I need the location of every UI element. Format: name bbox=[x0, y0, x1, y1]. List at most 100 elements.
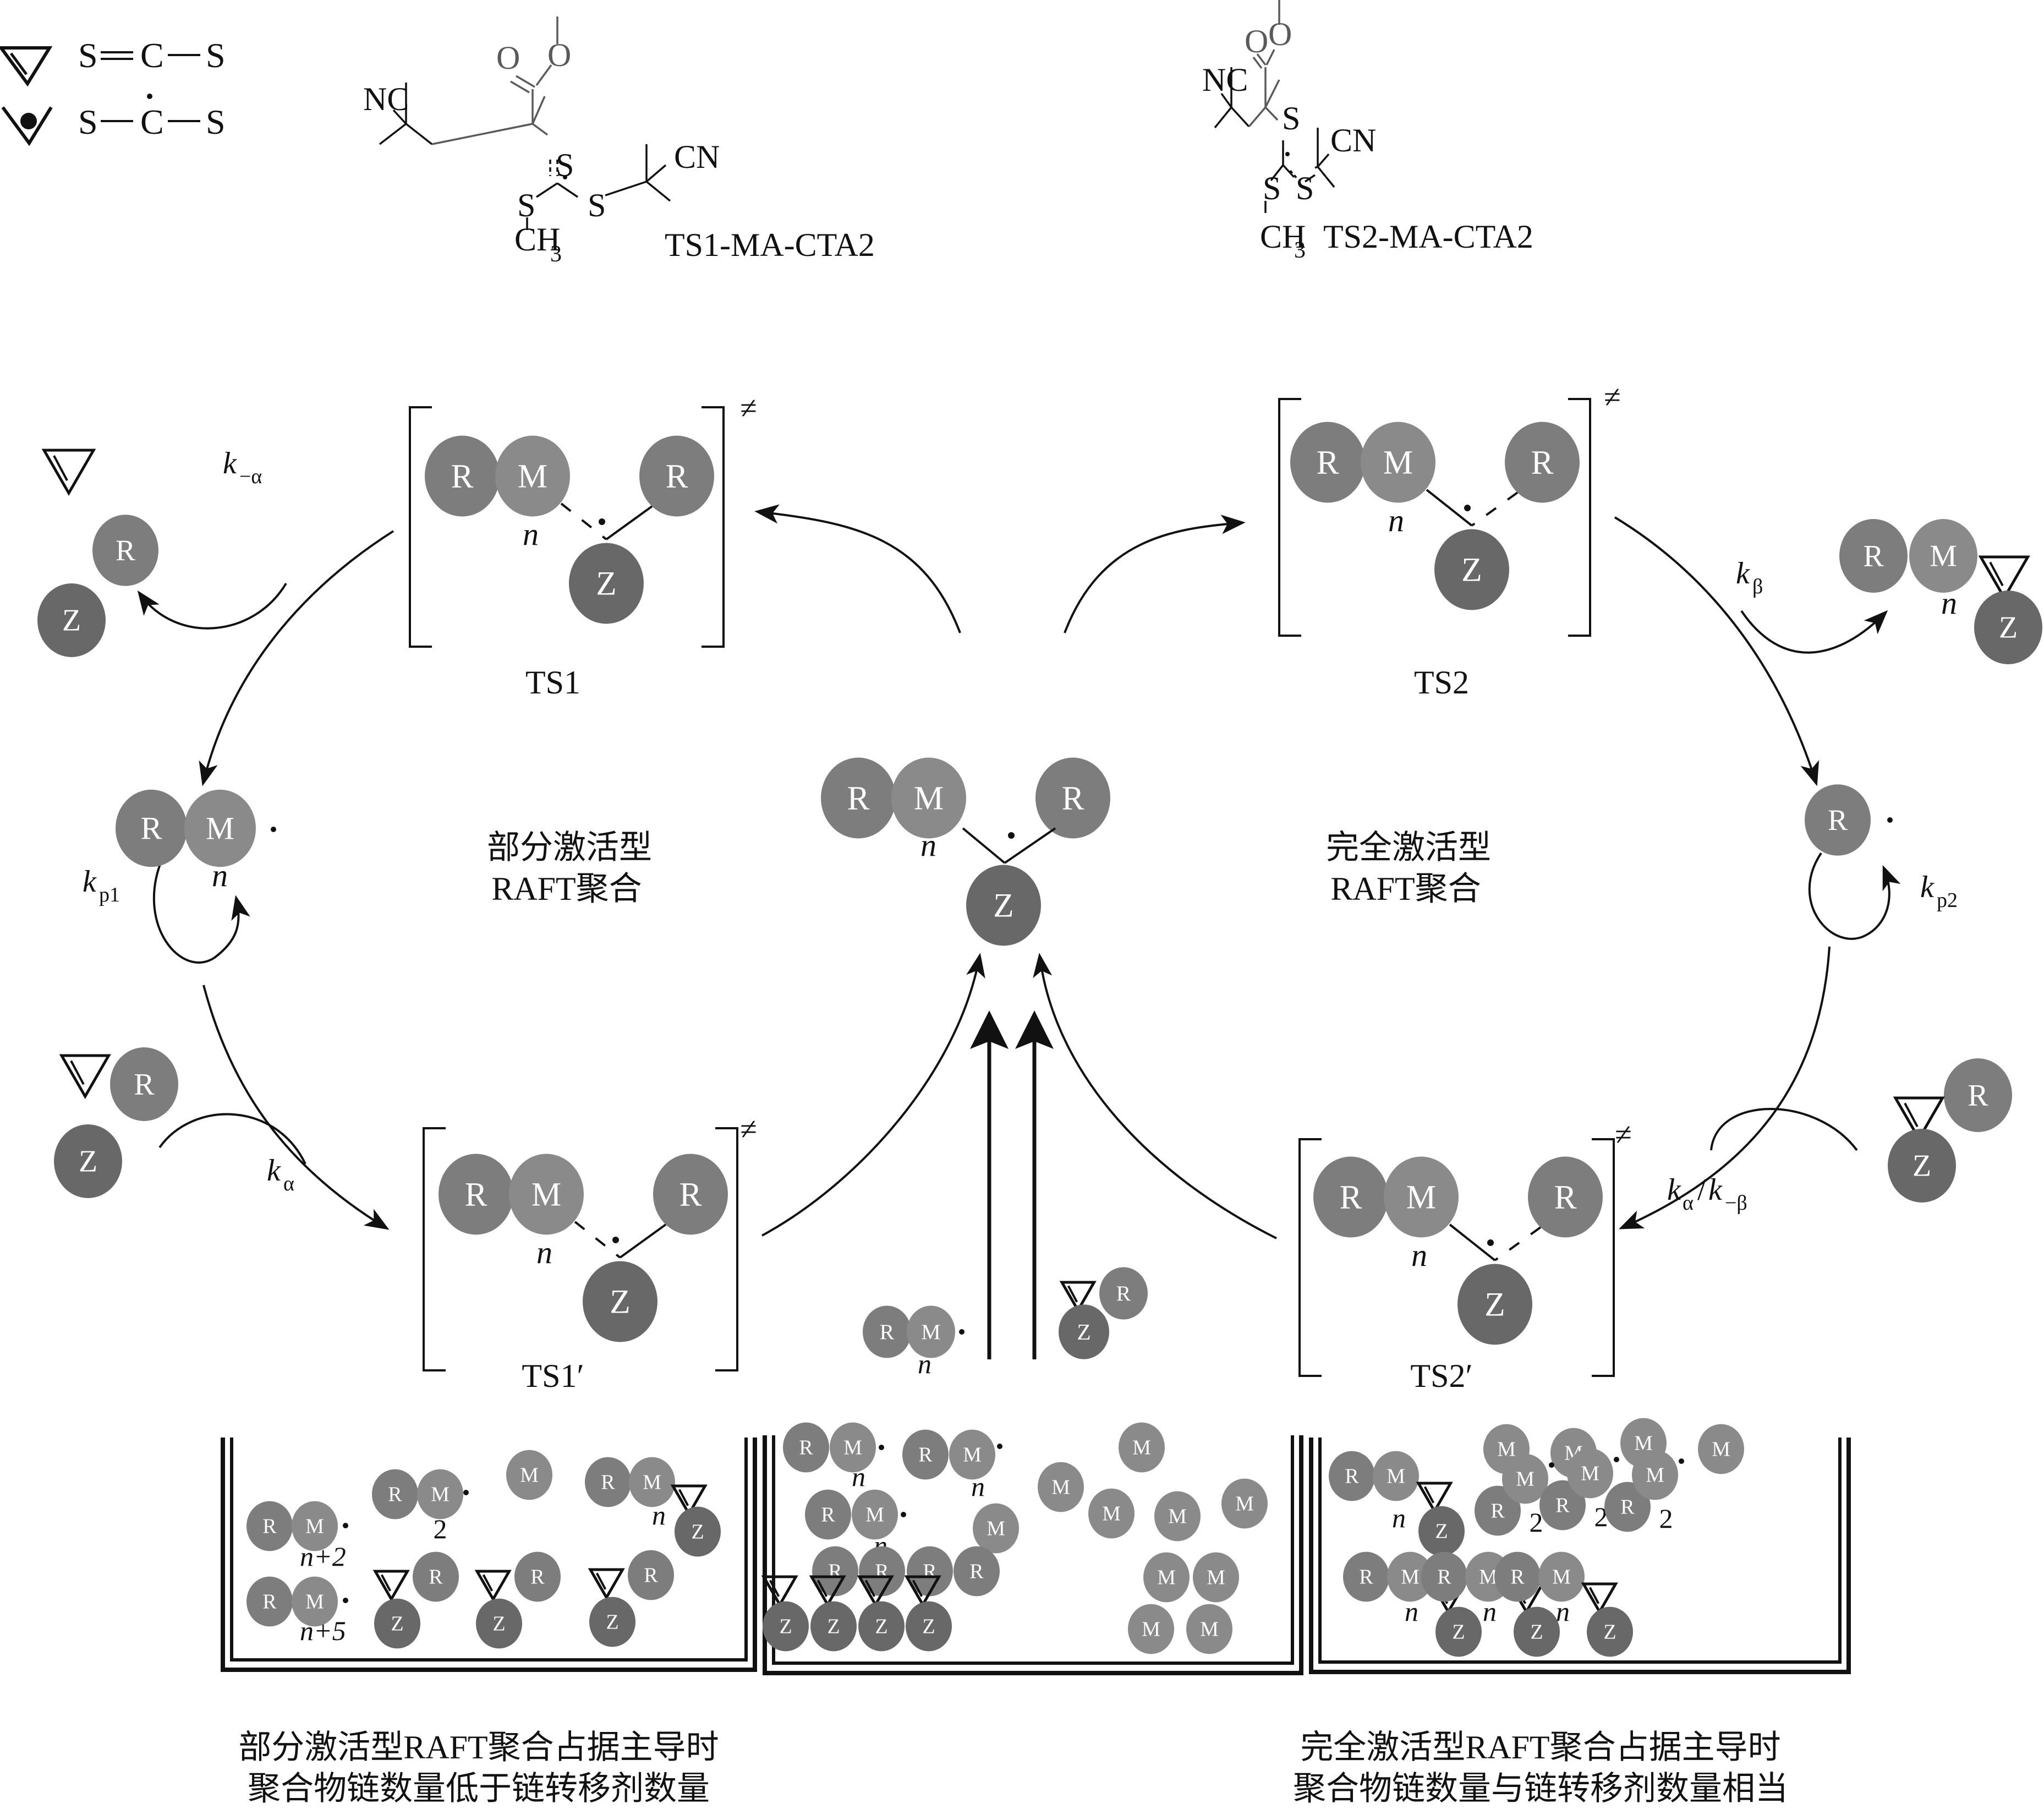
carbonyl-oxygen: O bbox=[1245, 23, 1268, 59]
ball-r: R bbox=[805, 1489, 851, 1540]
beaker bbox=[221, 1438, 757, 1672]
z-ball bbox=[569, 543, 644, 624]
arrow-ts2-to-r bbox=[1614, 516, 1820, 786]
full-cycle-label-line2: RAFT聚合 bbox=[1330, 871, 1481, 907]
z-ball bbox=[1587, 1606, 1633, 1657]
m-ball bbox=[1128, 1604, 1174, 1654]
chain-length-label: n bbox=[1411, 1237, 1427, 1273]
radical-dot bbox=[879, 1445, 884, 1450]
z-ball bbox=[1888, 1129, 1956, 1203]
thiocarbonyl-triangle-icon bbox=[41, 449, 96, 496]
ball-r: R bbox=[1343, 1551, 1389, 1602]
z-ball bbox=[1434, 529, 1509, 610]
r-ball-label: R bbox=[923, 1560, 937, 1583]
partial-cycle-label-line2: RAFT聚合 bbox=[491, 871, 642, 907]
carbonyl-oxygen: O bbox=[496, 40, 520, 76]
arrow-to-ts1 bbox=[754, 504, 961, 633]
z-ball bbox=[858, 1601, 905, 1652]
full-cycle-label-line1: 完全激活型 bbox=[1326, 829, 1491, 866]
ball-r: R bbox=[1494, 1551, 1541, 1602]
z-ball bbox=[1059, 1304, 1109, 1359]
m-ball bbox=[949, 1429, 995, 1480]
rate-k: k bbox=[1920, 870, 1935, 904]
ball-m: M bbox=[1384, 1156, 1459, 1238]
z-ball-label: Z bbox=[610, 1283, 630, 1320]
chain-length-label: n bbox=[652, 1500, 666, 1531]
r-ball-label: R bbox=[1555, 1494, 1570, 1517]
ball-r: R bbox=[92, 515, 158, 586]
nitrile-nc: NC bbox=[1202, 62, 1248, 98]
m-ball bbox=[1154, 1491, 1201, 1542]
m-ball bbox=[495, 435, 570, 517]
r-ball-label: R bbox=[429, 1566, 443, 1589]
z-ball-label: Z bbox=[1530, 1621, 1543, 1644]
z-ball-label: Z bbox=[492, 1613, 505, 1636]
r-ball bbox=[425, 435, 500, 517]
kp1-loop-arrow bbox=[152, 858, 250, 964]
m-ball-label: M bbox=[305, 1591, 324, 1614]
arrow-k-minus-alpha bbox=[137, 582, 287, 630]
rate-k: k bbox=[1667, 1173, 1681, 1207]
bond-line bbox=[1426, 489, 1473, 527]
partial-cycle-label-line1: 部分激活型 bbox=[487, 829, 652, 866]
bond-line bbox=[1471, 491, 1519, 527]
ball-z: Z bbox=[569, 543, 644, 624]
rate-k-alpha: k α bbox=[267, 1154, 294, 1195]
ball-z: Z bbox=[1059, 1304, 1109, 1359]
ball-z: Z bbox=[1888, 1129, 1956, 1203]
m-ball-label: M bbox=[1581, 1462, 1599, 1485]
triangle-outline bbox=[1893, 1096, 1945, 1142]
m-ball bbox=[506, 1450, 552, 1500]
legend-s: S bbox=[78, 36, 98, 75]
m-ball-label: M bbox=[963, 1444, 982, 1467]
arrow-ts1p-to-center bbox=[761, 953, 985, 1237]
rate-k: k bbox=[267, 1154, 281, 1188]
triangle-outline bbox=[59, 1054, 111, 1100]
r-ball bbox=[1290, 422, 1365, 503]
ball-m: M bbox=[417, 1469, 463, 1520]
triangle-double-bond bbox=[1067, 1285, 1078, 1303]
rate-sub: −β bbox=[1725, 1192, 1747, 1215]
rate-sub: α bbox=[283, 1172, 294, 1195]
z-ball-label: Z bbox=[1435, 1520, 1448, 1543]
rate-sub: α bbox=[1683, 1192, 1694, 1215]
ball-m: M bbox=[1567, 1448, 1613, 1499]
z-ball bbox=[374, 1598, 420, 1649]
ts1-label: TS1 bbox=[525, 664, 580, 701]
ball-r: R bbox=[1290, 422, 1365, 503]
z-ball bbox=[1435, 1606, 1482, 1657]
radical-dot bbox=[1487, 1239, 1494, 1246]
ball-z: Z bbox=[54, 1124, 122, 1198]
ball-r: R bbox=[246, 1501, 293, 1551]
m-ball-label: M bbox=[1383, 444, 1413, 481]
ball-m: M bbox=[1186, 1604, 1232, 1654]
ball-z: Z bbox=[1587, 1606, 1633, 1657]
z-ball-label: Z bbox=[922, 1615, 935, 1638]
z-ball-label: Z bbox=[779, 1615, 792, 1638]
triangle-double-bond bbox=[53, 455, 68, 481]
thiocarbonyl-triangle-icon bbox=[857, 1575, 894, 1608]
left-caption-line2: 聚合物链数量低于链转移剂数量 bbox=[248, 1770, 710, 1807]
triangle-outline bbox=[670, 1484, 708, 1517]
r-ball bbox=[812, 1546, 858, 1597]
r-ball bbox=[907, 1546, 953, 1597]
m-ball bbox=[1502, 1453, 1548, 1504]
ball-r: R bbox=[902, 1429, 949, 1480]
r-ball-label: R bbox=[1437, 1566, 1451, 1589]
r-ball bbox=[1494, 1551, 1541, 1602]
chain-length-label: n bbox=[920, 827, 936, 863]
r-ball bbox=[514, 1551, 561, 1602]
z-ball bbox=[583, 1261, 657, 1342]
m-ball bbox=[509, 1154, 584, 1235]
ball-z: Z bbox=[966, 865, 1041, 946]
thiocarbonyl-triangle-icon bbox=[372, 1570, 410, 1602]
ball-r: R bbox=[628, 1550, 674, 1600]
chain-length-label: n bbox=[1556, 1596, 1570, 1627]
m-ball-label: M bbox=[921, 1320, 940, 1344]
r-ball-label: R bbox=[451, 457, 474, 495]
structure-label-ts1: TS1-MA-CTA2 bbox=[665, 227, 875, 263]
ball-m: M bbox=[1502, 1453, 1548, 1504]
ball-r: R bbox=[1528, 1156, 1603, 1238]
m-ball-label: M bbox=[1552, 1566, 1571, 1589]
z-ball-label: Z bbox=[1461, 551, 1482, 588]
